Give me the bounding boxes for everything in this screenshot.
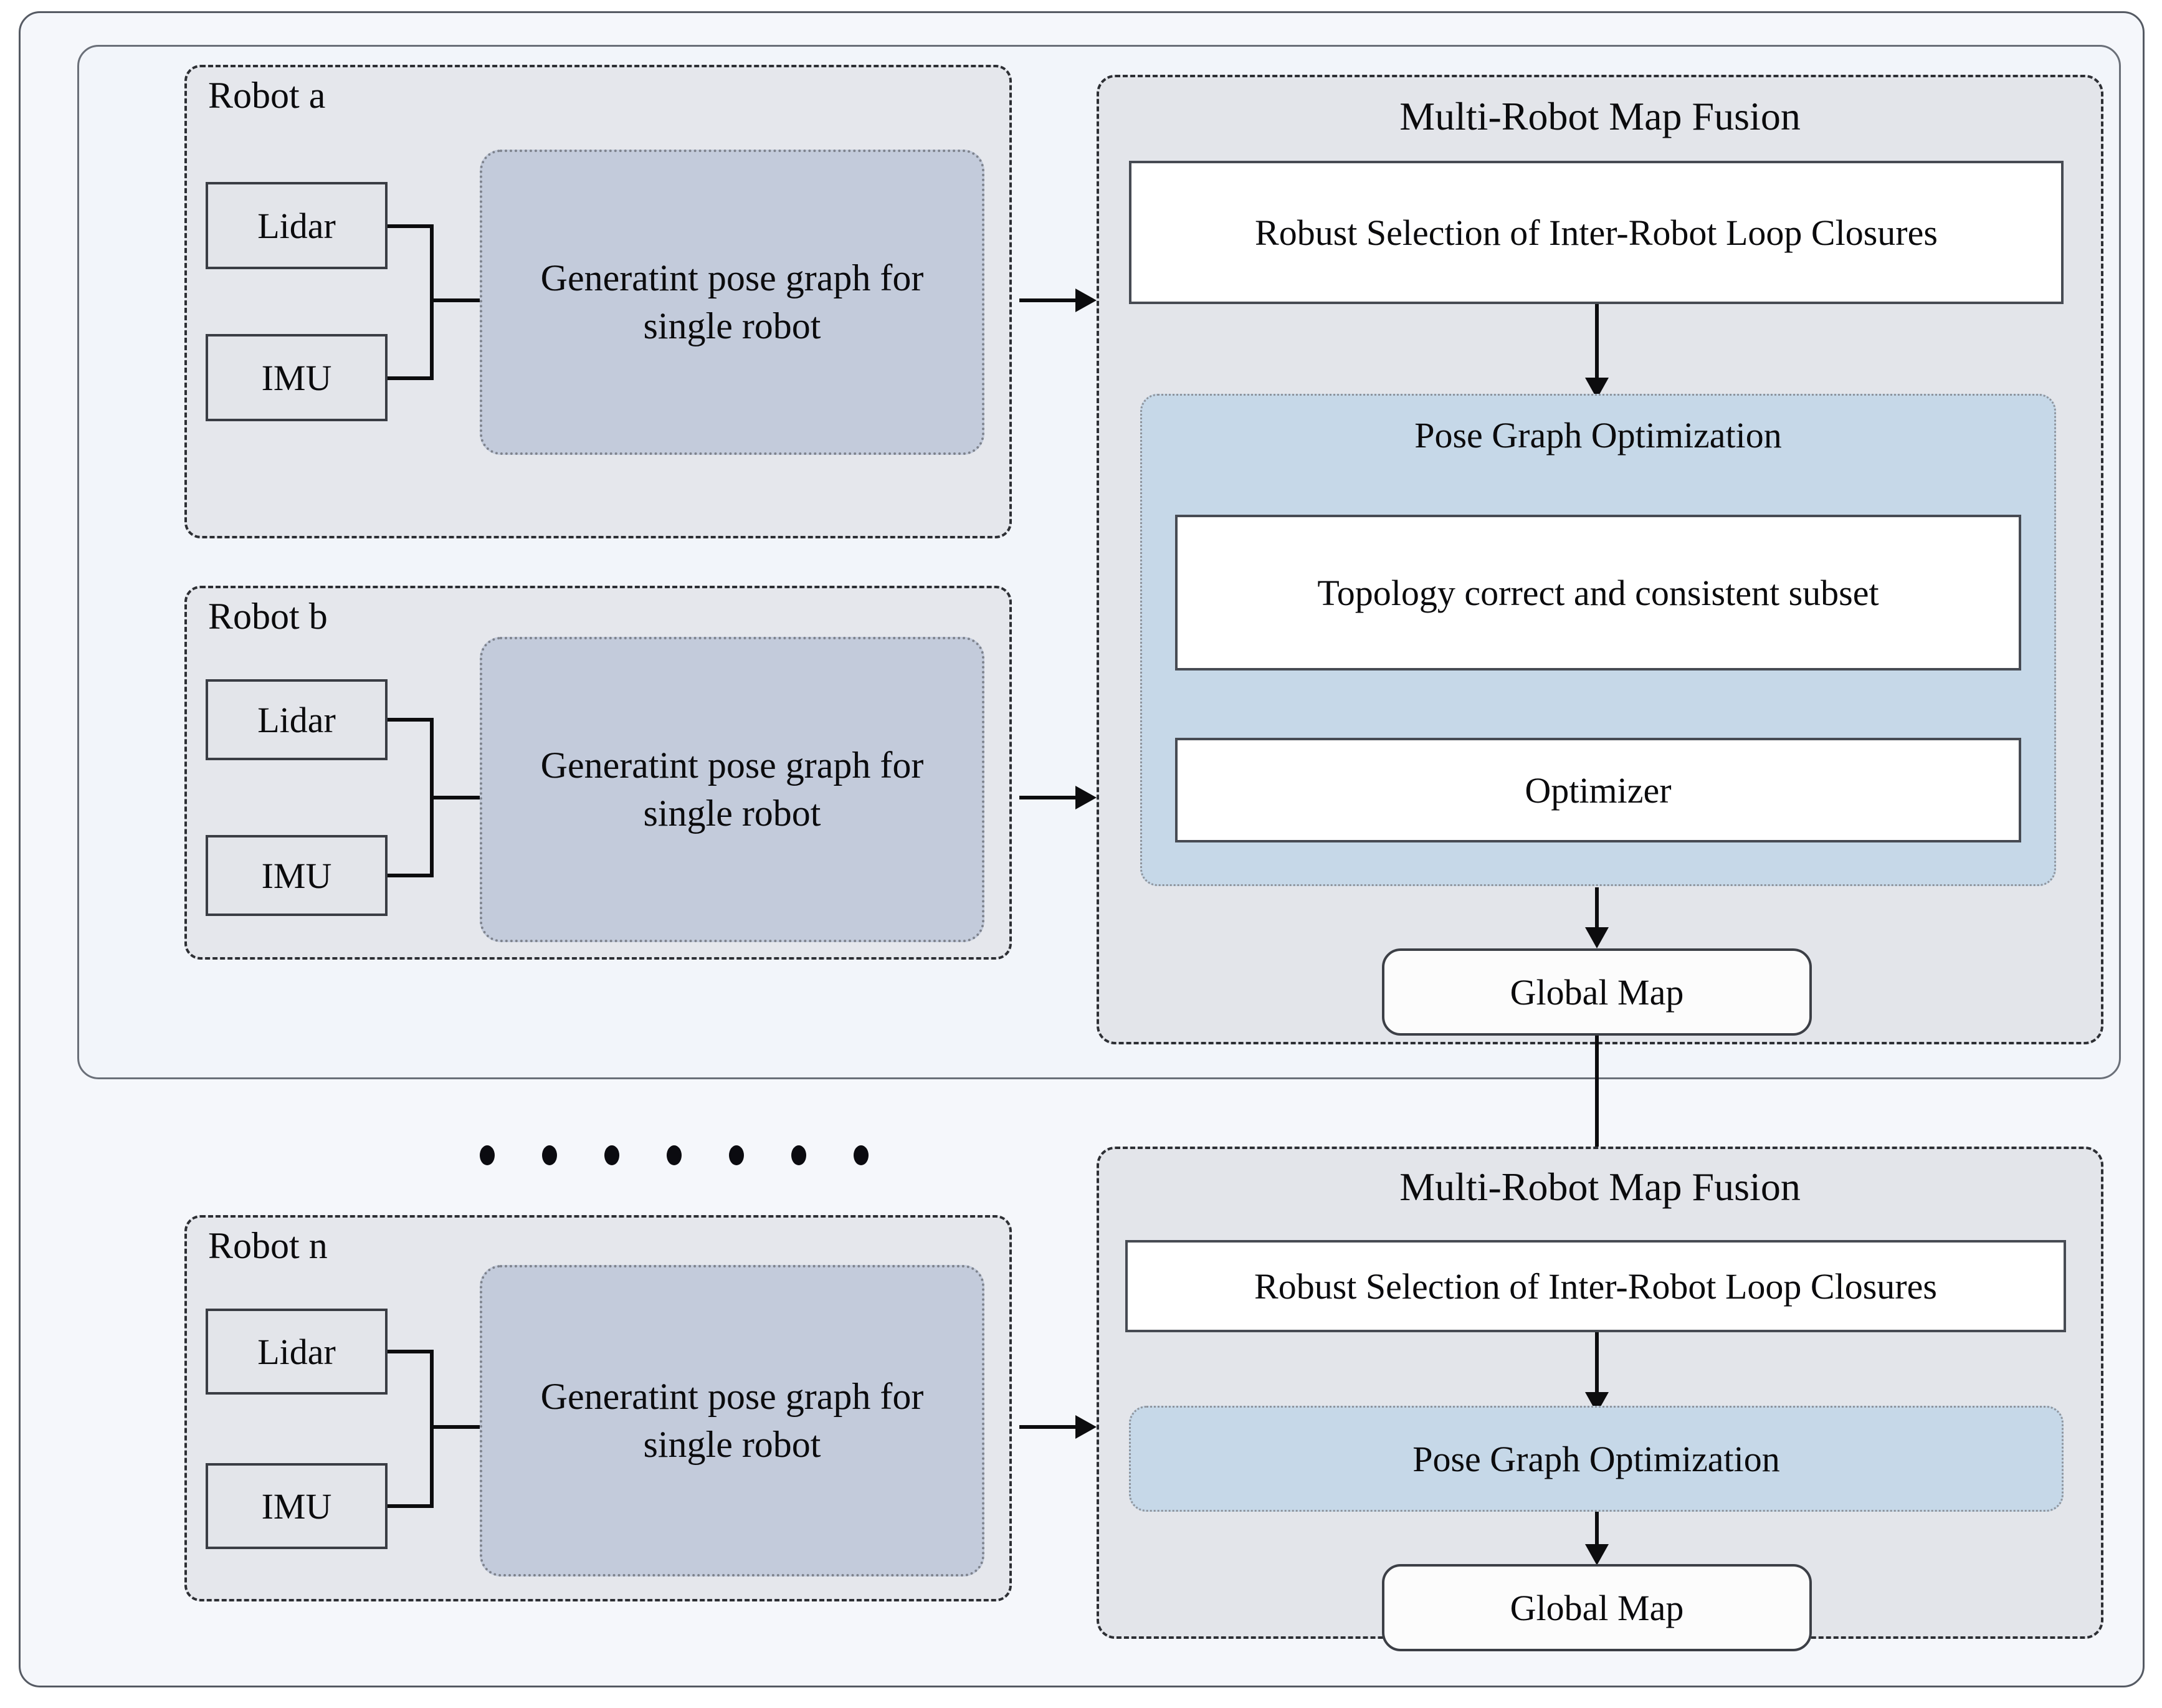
- robust-selection-box-bottom[interactable]: Robust Selection of Inter-Robot Loop Clo…: [1125, 1240, 2066, 1332]
- ellipsis-dot: [854, 1145, 869, 1165]
- arrow-robot-n-to-fusion: [1075, 1415, 1097, 1439]
- global-map-box-top[interactable]: Global Map: [1382, 948, 1812, 1036]
- connector-robot-a-to-fusion: [1019, 298, 1075, 302]
- topology-subset-box[interactable]: Topology correct and consistent subset: [1175, 515, 2021, 670]
- connector-robust-to-pgo-bottom: [1595, 1332, 1599, 1398]
- sensor-box-lidar-n[interactable]: Lidar: [206, 1309, 388, 1395]
- connector-imu-n: [388, 1504, 434, 1508]
- pose-graph-optimization-title-bottom: Pose Graph Optimization: [1412, 1438, 1780, 1479]
- connector-imu-b: [388, 874, 434, 877]
- connector-merge-n: [430, 1350, 434, 1508]
- connector-robust-to-pgo-top: [1595, 304, 1599, 384]
- arrow-robot-a-to-fusion: [1075, 289, 1097, 312]
- sensor-box-lidar-a[interactable]: Lidar: [206, 182, 388, 269]
- fusion-bottom-title: Multi-Robot Map Fusion: [1399, 1165, 1801, 1209]
- sensor-box-imu-a[interactable]: IMU: [206, 334, 388, 421]
- connector-pgo-to-globalmap-bottom: [1595, 1512, 1599, 1550]
- connector-lidar-a: [388, 224, 434, 228]
- process-box-robot-a[interactable]: Generatint pose graph for single robot: [480, 150, 984, 455]
- connector-lidar-b: [388, 718, 434, 722]
- process-box-robot-b[interactable]: Generatint pose graph for single robot: [480, 637, 984, 942]
- sensor-box-imu-b[interactable]: IMU: [206, 835, 388, 916]
- connector-globalmap-to-fusion-bottom: [1595, 1036, 1599, 1181]
- optimizer-box[interactable]: Optimizer: [1175, 738, 2021, 842]
- connector-out-n: [430, 1425, 486, 1429]
- pose-graph-optimization-title-top: Pose Graph Optimization: [1414, 415, 1782, 456]
- ellipsis-dots: [480, 1145, 869, 1165]
- process-box-robot-n[interactable]: Generatint pose graph for single robot: [480, 1265, 984, 1577]
- connector-imu-a: [388, 376, 434, 380]
- ellipsis-dot: [791, 1145, 806, 1165]
- connector-robot-b-to-fusion: [1019, 796, 1075, 799]
- ellipsis-dot: [667, 1145, 682, 1165]
- connector-out-a: [430, 298, 486, 302]
- connector-pgo-to-globalmap-top: [1595, 887, 1599, 933]
- fusion-top-title: Multi-Robot Map Fusion: [1399, 94, 1801, 138]
- connector-robot-n-to-fusion: [1019, 1425, 1075, 1429]
- pose-graph-optimization-box-bottom[interactable]: Pose Graph Optimization: [1129, 1406, 2064, 1512]
- robust-selection-box-top[interactable]: Robust Selection of Inter-Robot Loop Clo…: [1129, 161, 2064, 304]
- robot-b-title: Robot b: [208, 596, 328, 637]
- sensor-box-imu-n[interactable]: IMU: [206, 1463, 388, 1549]
- robot-a-title: Robot a: [208, 75, 326, 116]
- global-map-box-bottom[interactable]: Global Map: [1382, 1564, 1812, 1651]
- connector-merge-a: [430, 224, 434, 380]
- arrow-pgo-to-globalmap-top: [1585, 927, 1609, 948]
- sensor-box-lidar-b[interactable]: Lidar: [206, 679, 388, 760]
- ellipsis-dot: [729, 1145, 744, 1165]
- arrow-robot-b-to-fusion: [1075, 786, 1097, 809]
- ellipsis-dot: [604, 1145, 619, 1165]
- arrow-pgo-to-globalmap-bottom: [1585, 1544, 1609, 1565]
- ellipsis-dot: [480, 1145, 495, 1165]
- connector-lidar-n: [388, 1350, 434, 1353]
- robot-n-title: Robot n: [208, 1225, 328, 1266]
- connector-out-b: [430, 796, 486, 799]
- ellipsis-dot: [542, 1145, 557, 1165]
